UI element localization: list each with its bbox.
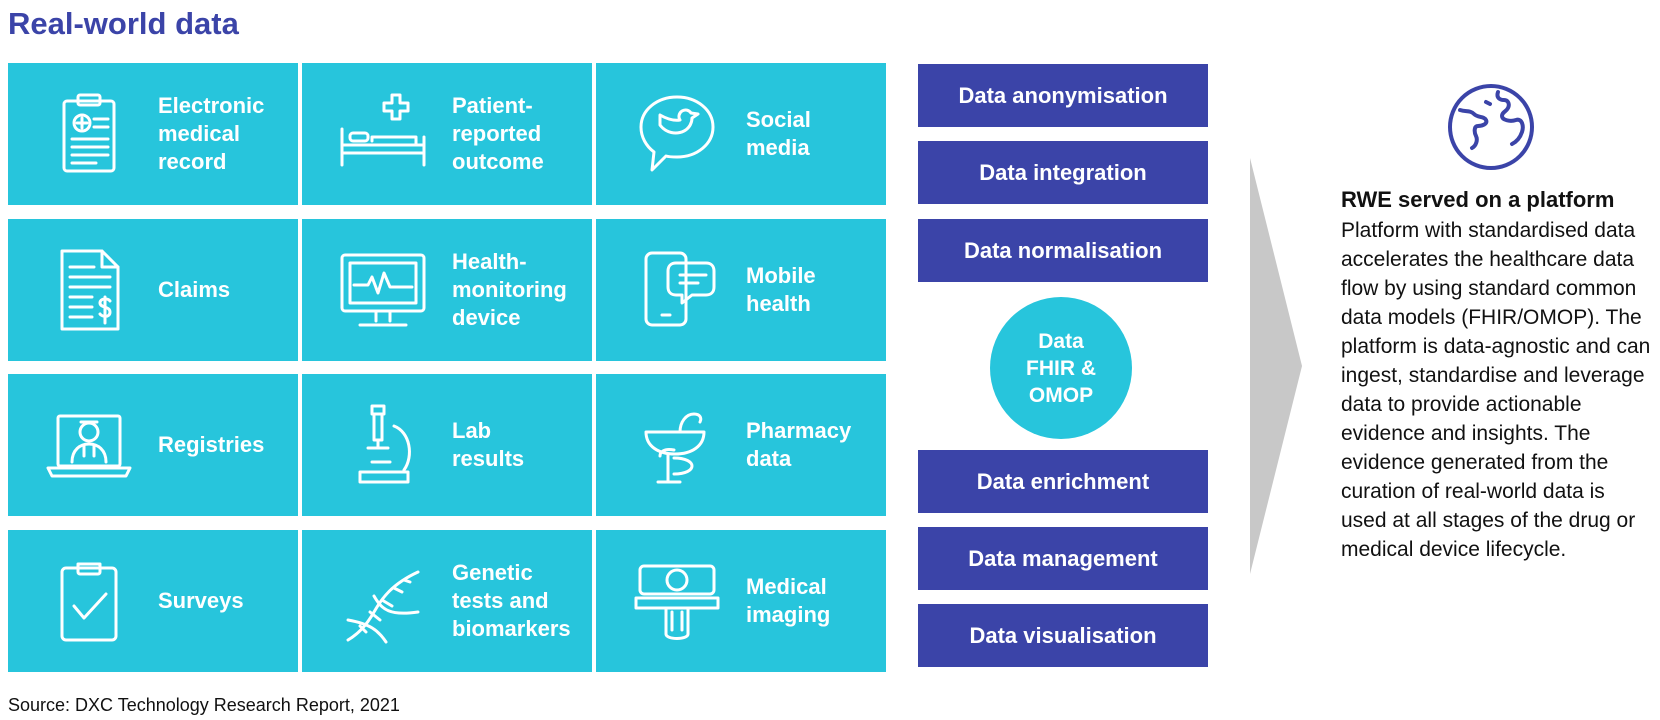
flow-arrow	[1250, 158, 1302, 574]
source-tile-mobile-health: Mobile health	[596, 219, 886, 361]
mobile-chat-icon	[644, 251, 716, 327]
step-data-management: Data management	[918, 527, 1208, 590]
source-label: Surveys	[158, 588, 244, 613]
source-tile-patient-reported-outcome: Patient- reported outcome	[302, 63, 592, 205]
source-label: Medical imaging	[746, 574, 831, 627]
source-label: Pharmacy data	[746, 418, 852, 471]
source-tile-surveys: Surveys	[8, 530, 298, 672]
step-data-integration: Data integration	[918, 141, 1208, 204]
source-tile-health-monitoring-device: Health- monitoring device	[302, 219, 592, 361]
mri-scanner-icon	[634, 564, 720, 640]
pharmacy-caduceus-icon	[644, 412, 706, 484]
dna-icon	[346, 570, 420, 644]
step-data-visualisation: Data visualisation	[918, 604, 1208, 667]
source-tile-claims: Claims	[8, 219, 298, 361]
clipboard-medical-icon	[62, 93, 116, 173]
hospital-bed-icon	[340, 93, 426, 167]
survey-check-icon	[60, 562, 118, 642]
monitor-heartbeat-icon	[340, 253, 426, 327]
step-data-anonymisation: Data anonymisation	[918, 64, 1208, 127]
source-label: Health- monitoring device	[452, 249, 567, 330]
microscope-icon	[358, 404, 411, 484]
invoice-dollar-icon	[60, 249, 120, 331]
source-tile-medical-imaging: Medical imaging	[596, 530, 886, 672]
source-tile-electronic-medical-record: Electronic medical record	[8, 63, 298, 205]
source-label: Patient- reported outcome	[452, 93, 544, 174]
source-tile-social-media: Social media	[596, 63, 886, 205]
source-label: Registries	[158, 432, 265, 457]
source-citation: Source: DXC Technology Research Report, …	[8, 695, 400, 715]
step-data-normalisation: Data normalisation	[918, 219, 1208, 282]
page-title: Real-world data	[8, 6, 239, 41]
social-bird-bubble-icon	[639, 95, 715, 172]
globe-icon	[1448, 84, 1534, 170]
source-label: Claims	[158, 277, 231, 302]
rwe-heading: RWE served on a platform	[1341, 187, 1615, 212]
source-label: Mobile health	[746, 263, 816, 316]
laptop-doctor-icon	[46, 414, 132, 478]
source-tile-registries: Registries	[8, 374, 298, 516]
source-tile-lab-results: Lab results	[302, 374, 592, 516]
step-data-enrichment: Data enrichment	[918, 450, 1208, 513]
source-label: Lab results	[452, 418, 525, 471]
data-hub-circle: Data FHIR & OMOP	[990, 297, 1132, 439]
source-tile-genetic-tests: Genetic tests and biomarkers	[302, 530, 592, 672]
rwe-description: Platform with standardised data accelera…	[1341, 219, 1651, 561]
source-label: Electronic medical record	[158, 93, 265, 174]
source-tile-pharmacy-data: Pharmacy data	[596, 374, 886, 516]
source-label: Genetic tests and biomarkers	[452, 560, 571, 641]
source-label: Social media	[746, 107, 811, 160]
